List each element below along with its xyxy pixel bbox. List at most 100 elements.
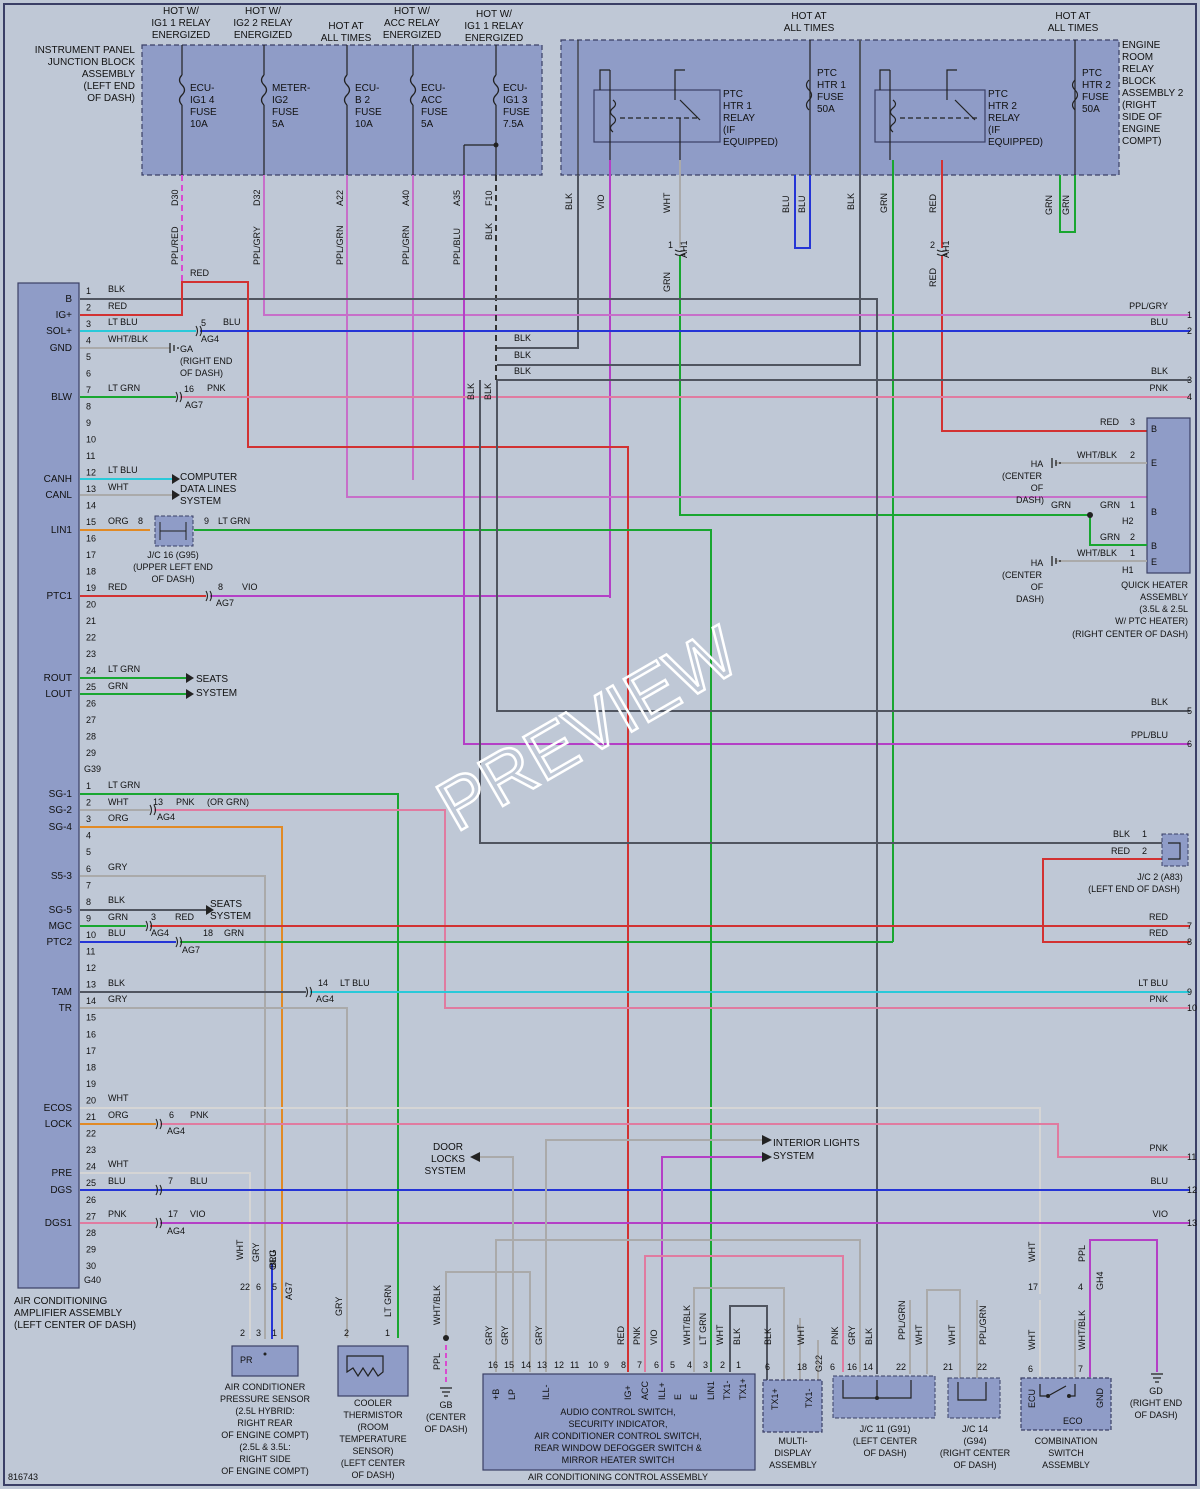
pin-number: 19 bbox=[86, 583, 96, 593]
er-line: BLOCK bbox=[1122, 76, 1156, 87]
bottom-pin: 5 bbox=[670, 1360, 675, 1370]
amp-signal: PRE bbox=[51, 1168, 72, 1179]
splice-pin: 8 bbox=[218, 582, 223, 592]
seats-line: SYSTEM bbox=[210, 911, 251, 922]
splice-label: GH4 bbox=[1095, 1271, 1105, 1290]
wire-text: BLK bbox=[514, 350, 531, 360]
th-line: (ROOM bbox=[358, 1422, 389, 1432]
wire-text: BLU bbox=[223, 317, 241, 327]
quick-heater-assembly bbox=[1146, 417, 1191, 574]
jc14-line: OF DASH) bbox=[953, 1460, 996, 1470]
output-number: 12 bbox=[1187, 1185, 1197, 1195]
top-right-colors: BLK VIO WHT BLU BLU BLK GRN RED GRN GRN bbox=[564, 192, 1071, 215]
pin-number: 16 bbox=[86, 534, 96, 544]
connector-label: G39 bbox=[84, 764, 101, 774]
right-outputs: PPL/GRY1BLU2BLK3PNK4BLK5PPL/BLU6RED7RED8… bbox=[1129, 301, 1197, 1228]
wire-text: RED bbox=[190, 268, 210, 278]
ha-line: HA bbox=[1031, 558, 1044, 568]
md-line: DISPLAY bbox=[774, 1448, 811, 1458]
splice-label: G22 bbox=[814, 1355, 824, 1372]
gb-label: GB (CENTER OF DASH) bbox=[424, 1400, 467, 1434]
wire-color: PPL/GRN bbox=[335, 225, 345, 265]
wire-color: WHT bbox=[914, 1324, 924, 1345]
jc11-line: OF DASH) bbox=[863, 1448, 906, 1458]
output-color: VIO bbox=[1152, 1209, 1168, 1219]
fuse-text: 5A bbox=[421, 119, 434, 130]
pin-number: 24 bbox=[86, 1162, 96, 1172]
seats-label-2: SEATS SYSTEM bbox=[210, 899, 251, 922]
jc14-label: J/C 14 (G94) (RIGHT CENTER OF DASH) bbox=[940, 1424, 1011, 1470]
pin-number: 11 bbox=[86, 451, 95, 461]
ps-line: PRESSURE SENSOR bbox=[220, 1394, 311, 1404]
fuse-text: 10A bbox=[190, 119, 208, 130]
control-pin: +B bbox=[491, 1389, 501, 1400]
relay-text: PTC bbox=[723, 89, 743, 100]
splice-pin: 16 bbox=[184, 384, 194, 394]
jc16-label: J/C 16 (G95) (UPPER LEFT END OF DASH) bbox=[133, 550, 213, 584]
th-line: COOLER bbox=[354, 1398, 393, 1408]
output-number: 1 bbox=[1187, 310, 1192, 320]
ga-line: OF DASH) bbox=[180, 368, 223, 378]
cs-pin: GND bbox=[1095, 1388, 1105, 1409]
wire-color: RED bbox=[616, 1325, 626, 1345]
cooler-thermistor bbox=[337, 1345, 409, 1397]
er-line: (RIGHT bbox=[1122, 100, 1156, 111]
bottom-pin: 1 bbox=[272, 1328, 277, 1338]
pin-number: 1 bbox=[86, 286, 91, 296]
gd-line: GD bbox=[1149, 1386, 1163, 1396]
wire-text: PNK bbox=[108, 1209, 127, 1219]
pin-number: 13 bbox=[86, 484, 96, 494]
control-pin: E bbox=[673, 1394, 683, 1400]
amp-signal: SG-1 bbox=[49, 789, 73, 800]
pin-number: 17 bbox=[86, 1046, 96, 1056]
bottom-pin: 2 bbox=[344, 1328, 349, 1338]
wire-text: GRN bbox=[108, 912, 128, 922]
pin-text: 1 bbox=[1130, 500, 1135, 510]
fuse-ptc-2: PTC HTR 2 FUSE 50A bbox=[1082, 68, 1111, 115]
gd-line: OF DASH) bbox=[1134, 1410, 1177, 1420]
pin-number: 6 bbox=[86, 864, 91, 874]
cs-line: COMBINATION bbox=[1035, 1436, 1098, 1446]
amp-signal: DGS1 bbox=[45, 1218, 73, 1229]
qh-line: ASSEMBLY bbox=[1140, 592, 1188, 602]
wire-text: RED bbox=[108, 582, 128, 592]
ca-line: REAR WINDOW DEFOGGER SWITCH & bbox=[534, 1443, 702, 1453]
wire-text: WHT/BLK bbox=[108, 334, 148, 344]
pin-number: 7 bbox=[86, 385, 91, 395]
pin-number: 19 bbox=[86, 1079, 96, 1089]
wire-color: BLK bbox=[763, 1328, 773, 1345]
bottom-pin: 1 bbox=[385, 1328, 390, 1338]
amp-signal: CANH bbox=[44, 474, 72, 485]
wire-color: GRN bbox=[1061, 195, 1071, 215]
wire-color: GRY bbox=[484, 1326, 494, 1345]
output-number: 8 bbox=[1187, 937, 1192, 947]
computer-data-label: COMPUTER DATA LINES SYSTEM bbox=[180, 472, 237, 507]
splice-pin: 5 bbox=[201, 318, 206, 328]
hot-label-6: HOT AT ALL TIMES bbox=[784, 11, 835, 34]
pin-label: A22 bbox=[335, 190, 345, 206]
hot-text: IG1 1 RELAY bbox=[151, 18, 211, 29]
wire-text: BLK bbox=[108, 978, 125, 988]
pin-text: 1 bbox=[1142, 829, 1147, 839]
hot-text: HOT W/ bbox=[245, 6, 281, 17]
wire-text: WHT bbox=[108, 1159, 129, 1169]
md-line: ASSEMBLY bbox=[769, 1460, 817, 1470]
pin-number: 12 bbox=[86, 468, 96, 478]
pin-number: 6 bbox=[86, 369, 91, 379]
ps-line: RIGHT SIDE bbox=[239, 1454, 290, 1464]
fuse-text: IG2 bbox=[272, 95, 289, 106]
pin-number: 28 bbox=[86, 1228, 96, 1238]
ca-line: AUDIO CONTROL SWITCH, bbox=[560, 1407, 675, 1417]
wire-text: GRY bbox=[108, 994, 127, 1004]
relay-text: EQUIPPED) bbox=[723, 137, 778, 148]
wire-text: GRN bbox=[1100, 532, 1120, 542]
qh-wires bbox=[1055, 462, 1147, 562]
ha-label-2: HA (CENTER OF DASH) bbox=[1002, 558, 1044, 604]
pin-number: 13 bbox=[86, 980, 96, 990]
pin-number: 28 bbox=[86, 732, 96, 742]
fuse-text: FUSE bbox=[421, 107, 448, 118]
pin-number: 14 bbox=[86, 501, 96, 511]
wire-text: WHT/BLK bbox=[1077, 450, 1117, 460]
